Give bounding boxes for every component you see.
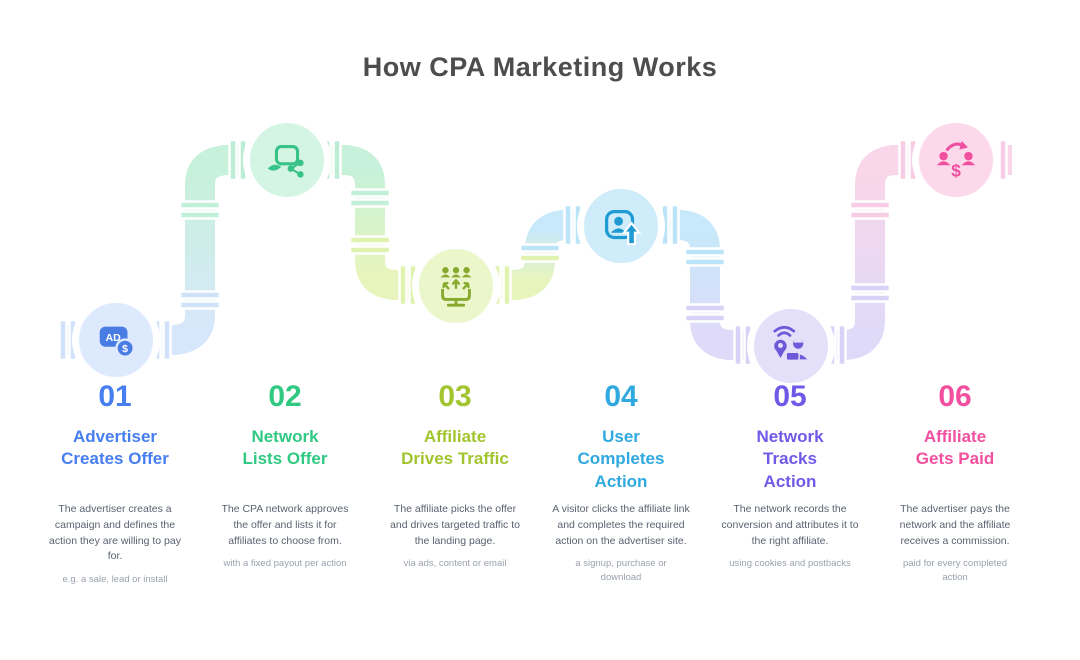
laptop-share-icon <box>267 145 304 178</box>
audience-traffic-icon <box>440 267 472 307</box>
step-note: with a fixed payout per action <box>223 558 347 570</box>
node-network-lists-offer <box>243 116 331 204</box>
step-column-4: 04 User Completes Action A visitor click… <box>546 382 696 584</box>
node-network-tracks-action <box>747 302 835 390</box>
page-title: How CPA Marketing Works <box>362 52 718 82</box>
step-title: Network Tracks Action <box>756 427 824 491</box>
step-description: A visitor clicks the affiliate link and … <box>552 503 690 547</box>
step-column-5: 05 Network Tracks Action The network rec… <box>715 382 865 571</box>
step-column-6: 06 Affiliate Gets Paid The advertiser pa… <box>880 382 1030 584</box>
step-number: 05 <box>773 380 807 413</box>
step-note: using cookies and postbacks <box>729 558 851 570</box>
ad-dollar-icon: AD $ <box>99 326 135 358</box>
step-description: The CPA network approves the offer and l… <box>221 503 349 547</box>
step-title: User Completes Action <box>577 427 665 491</box>
svg-text:$: $ <box>122 343 128 355</box>
step-number: 04 <box>604 380 638 413</box>
step-note: e.g. a sale, lead or install <box>62 574 168 585</box>
step-number: 01 <box>98 380 132 413</box>
user-action-icon <box>604 209 642 246</box>
tracking-pin-icon <box>773 325 808 362</box>
step-column-1: 01 Advertiser Creates Offer The advertis… <box>40 382 190 586</box>
step-description: The advertiser creates a campaign and de… <box>49 503 181 563</box>
step-number: 03 <box>438 380 472 413</box>
step-column-2: 02 Network Lists Offer The CPA network a… <box>210 382 360 571</box>
step-title: Advertiser Creates Offer <box>61 427 169 469</box>
step-note: via ads, content or email <box>403 558 507 570</box>
node-user-completes-action <box>577 182 665 270</box>
step-note: a signup, purchase or download <box>575 558 667 583</box>
svg-text:$: $ <box>951 160 961 180</box>
step-description: The network records the conversion and a… <box>721 503 859 547</box>
step-title: Affiliate Drives Traffic <box>401 427 509 469</box>
step-title: Affiliate Gets Paid <box>915 427 995 469</box>
svg-text:AD: AD <box>106 332 122 344</box>
step-note: paid for every completed action <box>902 558 1008 583</box>
node-affiliate-gets-paid: $ <box>912 116 1000 204</box>
payout-exchange-icon: $ <box>936 140 976 180</box>
step-description: The affiliate picks the offer and drives… <box>390 503 520 547</box>
step-number: 02 <box>268 380 302 413</box>
step-number: 06 <box>938 380 972 413</box>
step-title: Network Lists Offer <box>242 427 328 469</box>
step-description: The advertiser pays the network and the … <box>899 503 1011 547</box>
node-affiliate-traffic <box>412 242 500 330</box>
node-advertiser-offer: AD $ <box>72 296 160 384</box>
step-column-3: 03 Affiliate Drives Traffic The affiliat… <box>380 382 530 571</box>
